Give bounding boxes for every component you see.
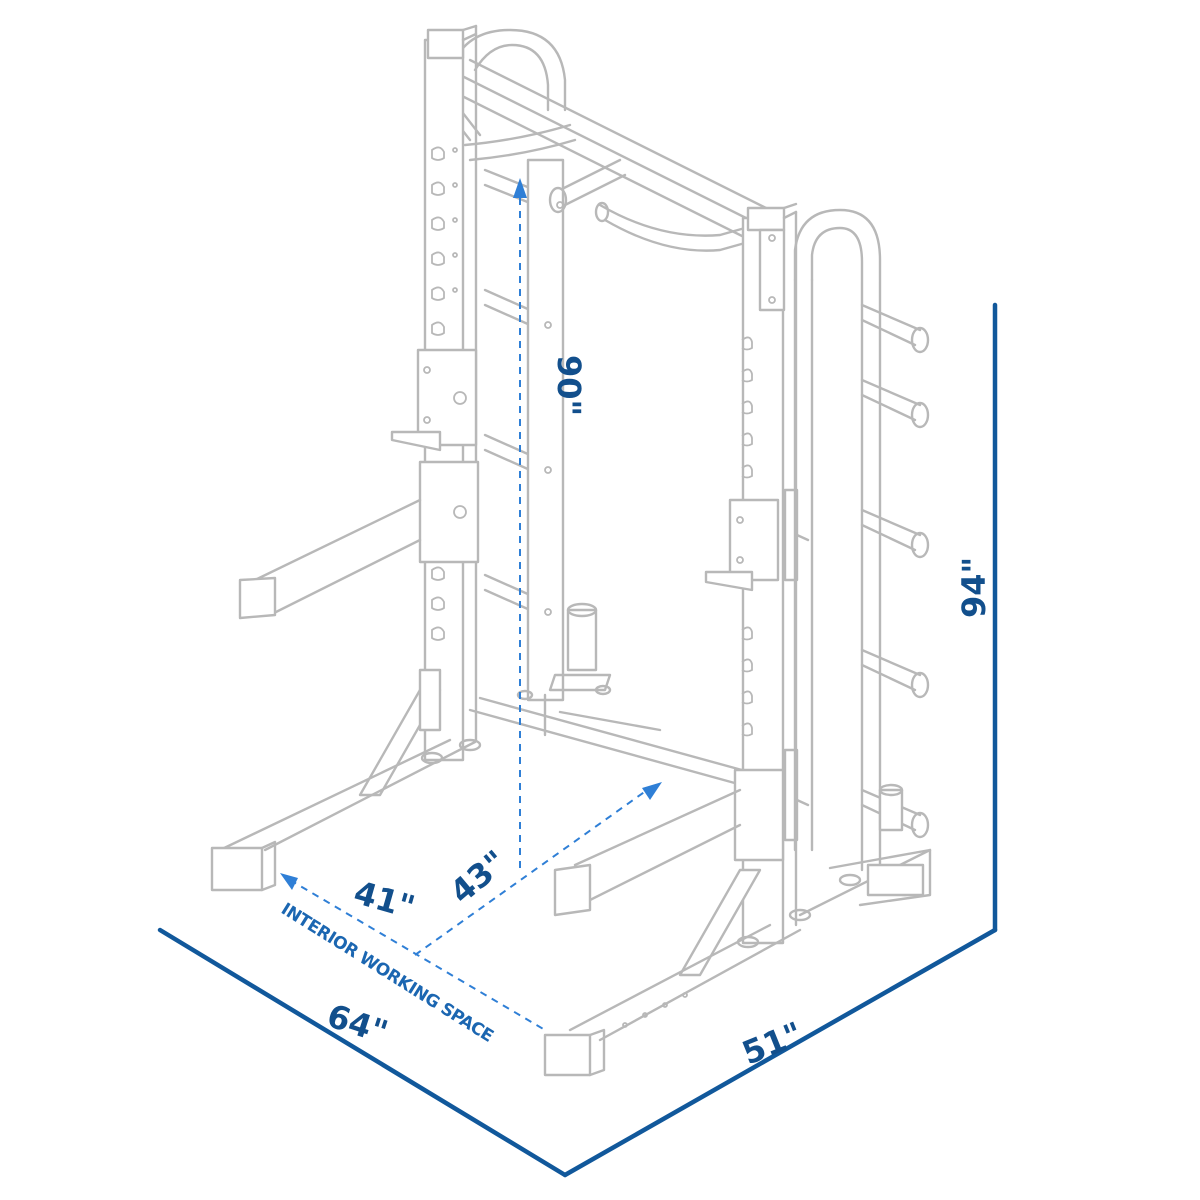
dim-line-51	[562, 927, 998, 1178]
back-left-horns	[483, 168, 537, 612]
label-interior-depth: 43"	[443, 843, 514, 911]
label-height-total: 94"	[955, 557, 993, 618]
label-height-interior: 90"	[550, 355, 588, 416]
right-upright-holes	[741, 336, 753, 737]
label-interior-width: 41"	[350, 873, 419, 926]
weight-horns	[860, 303, 930, 839]
rack-drawing	[210, 24, 932, 1077]
dimension-labels: 94" 90" 51" 64" 41" 43" INTERIOR WORKING…	[277, 355, 993, 1072]
arrow-up-icon	[513, 178, 527, 198]
arrow-left-icon	[280, 873, 298, 890]
dim-line-64	[157, 927, 568, 1178]
arrow-right-icon	[642, 782, 662, 800]
label-width-base: 51"	[737, 1014, 808, 1072]
dim-line-43	[414, 787, 651, 956]
left-upright-holes	[431, 146, 458, 641]
dimension-lines	[157, 178, 998, 1178]
label-depth-base: 64"	[323, 996, 393, 1051]
dim-line-41	[289, 879, 546, 1031]
